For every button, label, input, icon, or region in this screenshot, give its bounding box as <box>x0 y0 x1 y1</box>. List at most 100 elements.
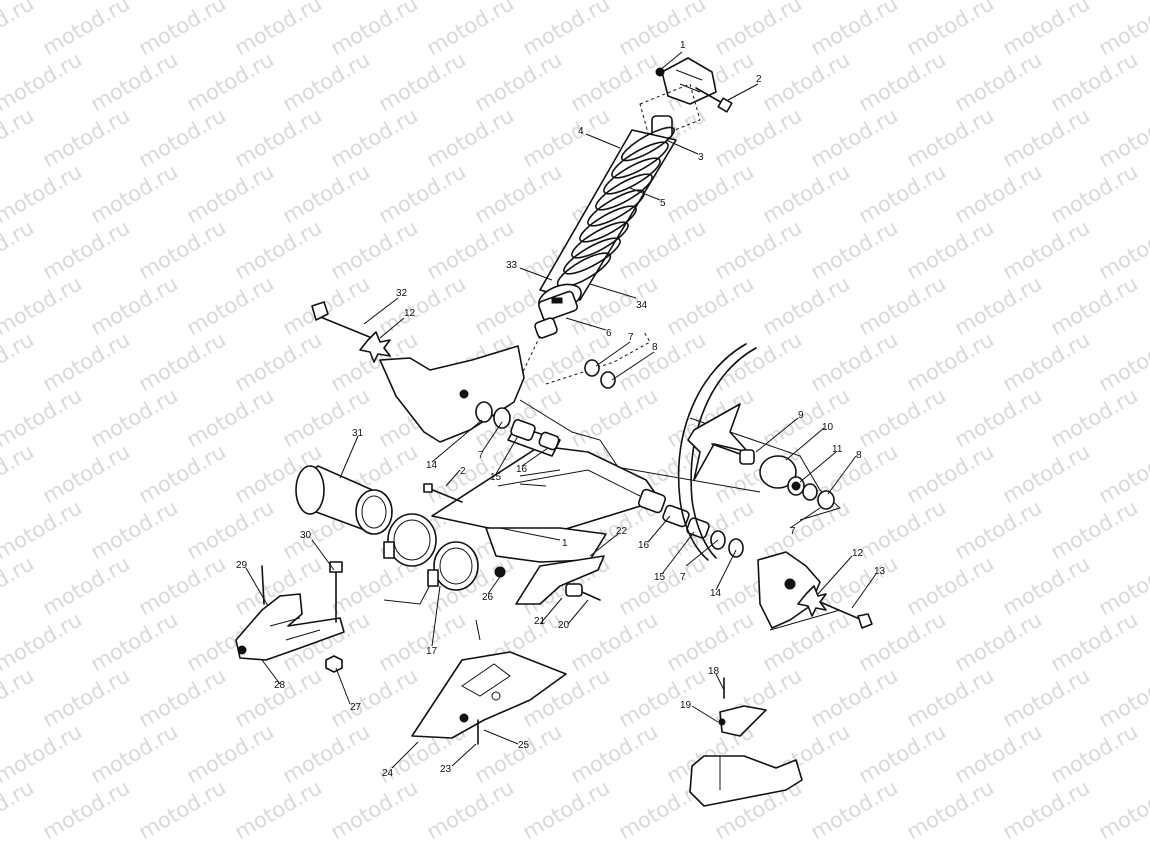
watermark-text: motod.ru <box>1047 271 1142 340</box>
callout-22: 22 <box>616 526 628 537</box>
watermark-text: motod.ru <box>1095 439 1150 508</box>
watermark-text: motod.ru <box>855 495 950 564</box>
watermark-text: motod.ru <box>1095 103 1150 172</box>
watermark-text: motod.ru <box>903 663 998 732</box>
watermark-text: motod.ru <box>855 271 950 340</box>
callout-26: 26 <box>482 592 494 603</box>
watermark-text: motod.ru <box>759 383 854 452</box>
callout-8: 8 <box>652 342 658 353</box>
watermark-text: motod.ru <box>855 383 950 452</box>
callout-23: 23 <box>440 764 452 775</box>
watermark-text: motod.ru <box>375 159 470 228</box>
watermark-text: motod.ru <box>567 719 662 788</box>
watermark-text: motod.ru <box>0 159 86 228</box>
callout-32: 32 <box>396 288 408 299</box>
callout-25: 25 <box>518 740 530 751</box>
watermark-text: motod.ru <box>231 215 326 284</box>
watermark-text: motod.ru <box>759 271 854 340</box>
watermark-text: motod.ru <box>1047 719 1142 788</box>
callout-19: 19 <box>680 700 692 711</box>
watermark-text: motod.ru <box>231 663 326 732</box>
watermark-text: motod.ru <box>951 271 1046 340</box>
callout-13: 13 <box>874 566 886 577</box>
watermark-text: motod.ru <box>135 215 230 284</box>
watermark-text: motod.ru <box>519 0 614 60</box>
callout-3: 3 <box>698 152 704 163</box>
watermark-text: motod.ru <box>999 551 1094 620</box>
callout-7: 7 <box>680 572 686 583</box>
watermark-text: motod.ru <box>231 327 326 396</box>
watermark-text: motod.ru <box>183 495 278 564</box>
watermark-text: motod.ru <box>1047 47 1142 116</box>
watermark-text: motod.ru <box>1095 215 1150 284</box>
watermark-text: motod.ru <box>327 215 422 284</box>
watermark-text: motod.ru <box>951 607 1046 676</box>
watermark-text: motod.ru <box>567 607 662 676</box>
watermark-text: motod.ru <box>87 159 182 228</box>
watermark-text: motod.ru <box>903 439 998 508</box>
watermark-text: motod.ru <box>759 495 854 564</box>
watermark-text: motod.ru <box>951 47 1046 116</box>
watermark-text: motod.ru <box>855 719 950 788</box>
watermark-text: motod.ru <box>951 159 1046 228</box>
callout-7: 7 <box>628 332 634 343</box>
watermark-text: motod.ru <box>903 215 998 284</box>
watermark-text: motod.ru <box>375 271 470 340</box>
watermark-text: motod.ru <box>951 495 1046 564</box>
watermark-text: motod.ru <box>1047 159 1142 228</box>
callout-7: 7 <box>790 526 796 537</box>
watermark-text: motod.ru <box>279 271 374 340</box>
watermark-text: motod.ru <box>855 47 950 116</box>
watermark-text: motod.ru <box>39 663 134 732</box>
watermark-text: motod.ru <box>183 719 278 788</box>
callout-7: 7 <box>478 450 484 461</box>
watermark-text: motod.ru <box>567 47 662 116</box>
watermark-text: motod.ru <box>567 383 662 452</box>
callout-4: 4 <box>578 126 584 137</box>
watermark-text: motod.ru <box>807 0 902 60</box>
watermark-text: motod.ru <box>1095 663 1150 732</box>
watermark-text: motod.ru <box>471 47 566 116</box>
callout-10: 10 <box>822 422 834 433</box>
watermark-text: motod.ru <box>615 0 710 60</box>
watermark-text: motod.ru <box>711 327 806 396</box>
callout-20: 20 <box>558 620 570 631</box>
callout-15: 15 <box>654 572 666 583</box>
watermark-text: motod.ru <box>39 551 134 620</box>
callout-2: 2 <box>756 74 762 85</box>
callout-2: 2 <box>460 466 466 477</box>
callout-5: 5 <box>660 198 666 209</box>
watermark-text: motod.ru <box>39 215 134 284</box>
watermark-text: motod.ru <box>0 47 86 116</box>
watermark-text: motod.ru <box>0 607 86 676</box>
watermark-text: motod.ru <box>135 327 230 396</box>
watermark-text: motod.ru <box>807 775 902 844</box>
watermark-text: motod.ru <box>135 663 230 732</box>
callout-16: 16 <box>516 464 528 475</box>
callout-28: 28 <box>274 680 286 691</box>
watermark-text: motod.ru <box>39 775 134 844</box>
watermark-text: motod.ru <box>327 663 422 732</box>
watermark-text: motod.ru <box>711 215 806 284</box>
callout-12: 12 <box>852 548 864 559</box>
callout-8: 8 <box>856 450 862 461</box>
callout-labels: 1 2 3 4 5 33 34 6 32 12 7 8 31 14 7 15 1… <box>236 40 886 779</box>
watermark-text: motod.ru <box>759 47 854 116</box>
watermark-text: motod.ru <box>39 327 134 396</box>
watermark-text: motod.ru <box>135 775 230 844</box>
watermark-text: motod.ru <box>615 551 710 620</box>
watermark-text: motod.ru <box>519 775 614 844</box>
watermark-text: motod.ru <box>711 103 806 172</box>
callout-18: 18 <box>708 666 720 677</box>
wheel-rim <box>677 343 835 561</box>
watermark-text: motod.ru <box>423 215 518 284</box>
callout-9: 9 <box>798 410 804 421</box>
watermark-text: motod.ru <box>519 103 614 172</box>
watermark-text: motod.ru <box>231 0 326 60</box>
watermark-text: motod.ru <box>423 103 518 172</box>
watermark-text: motod.ru <box>0 719 86 788</box>
watermark-text: motod.ru <box>903 103 998 172</box>
watermark-text: motod.ru <box>0 383 86 452</box>
shock-spring <box>556 126 676 288</box>
watermark-text: motod.ru <box>87 719 182 788</box>
